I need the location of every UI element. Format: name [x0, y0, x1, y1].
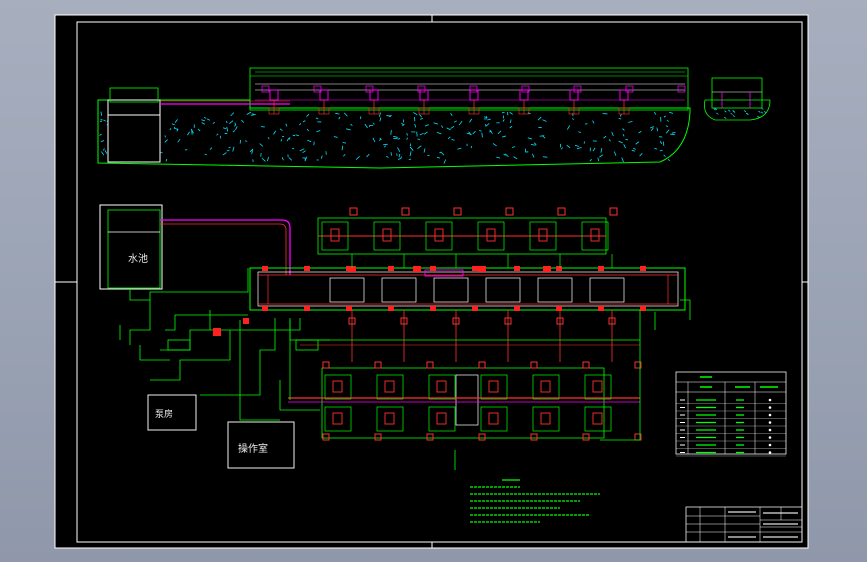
water-tank-plan [99, 204, 163, 290]
ground-section [97, 99, 691, 169]
equipment-legend-table [675, 371, 787, 457]
plan-view: 水池 [99, 204, 691, 523]
pump-room-label: 泵房 [155, 408, 173, 420]
detail-section [704, 77, 771, 121]
drawing-sheet [54, 14, 809, 549]
connector-lines [300, 254, 640, 362]
control-room-label: 操作室 [238, 442, 268, 455]
upper-equipment-row [317, 207, 618, 272]
section-view [97, 67, 771, 169]
water-tank-label: 水池 [128, 252, 148, 265]
trench-band [249, 267, 686, 311]
trench-pits [262, 266, 646, 311]
lower-equipment-row [321, 361, 642, 441]
general-notes [470, 479, 600, 523]
title-block [685, 506, 803, 543]
main-pipe-plan [160, 219, 291, 275]
pump-room [147, 394, 197, 431]
tank-section [107, 99, 161, 163]
control-room [227, 421, 295, 469]
